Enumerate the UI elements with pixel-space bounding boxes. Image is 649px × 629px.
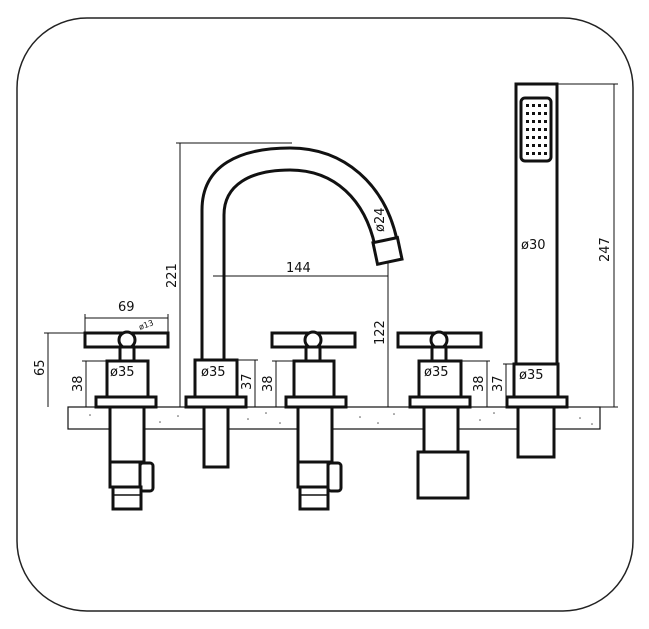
shower-nozzle-holes — [526, 104, 547, 155]
left-valve — [83, 330, 170, 511]
label-spout-base-height: 37 — [240, 373, 255, 390]
spout — [184, 146, 404, 469]
label-right-valve-height-1: 38 — [472, 375, 487, 392]
right-valve — [396, 330, 483, 500]
label-handle-height: 65 — [33, 359, 48, 376]
label-center-valve-height: 38 — [261, 375, 276, 392]
label-spout-reach: 144 — [286, 261, 311, 276]
label-spout-base-dia: ø35 — [201, 365, 226, 380]
label-spout-tip-dia: ø24 — [373, 208, 388, 233]
dimension-lines — [44, 83, 618, 408]
dimension-labels: 69 ø13 65 38 ø35 221 ø35 37 144 ø24 38 1… — [33, 208, 613, 393]
center-valve — [270, 330, 357, 511]
frame-border — [16, 17, 634, 612]
label-shower-height: 247 — [598, 237, 613, 262]
label-handle-dia-small: ø13 — [138, 318, 155, 332]
label-shower-base-dia: ø35 — [519, 368, 544, 383]
shower-handset — [505, 82, 569, 459]
label-right-valve-height-2: 37 — [491, 375, 506, 392]
label-handle-width: 69 — [118, 300, 135, 315]
label-right-valve-dia: ø35 — [424, 365, 449, 380]
label-spout-height: 221 — [165, 263, 180, 288]
label-spout-clearance: 122 — [373, 320, 388, 345]
label-valve-height-left: 38 — [71, 375, 86, 392]
label-shower-dia: ø30 — [521, 238, 546, 253]
label-valve-dia-left: ø35 — [110, 365, 135, 380]
